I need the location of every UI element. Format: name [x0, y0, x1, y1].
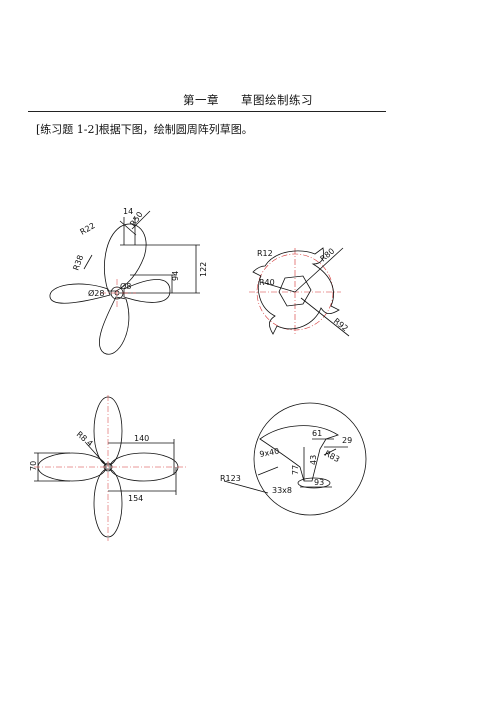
- dim-label: R12: [257, 249, 273, 258]
- dim-label: Ø28: [88, 288, 104, 298]
- dim-label: 77: [291, 465, 300, 475]
- dim-label: 43: [309, 455, 318, 465]
- exercise-prompt: [练习题 1-2]根据下图，绘制圆周阵列草图。: [36, 123, 253, 136]
- header-rule: [28, 111, 386, 112]
- chapter-title: 草图绘制练习: [241, 93, 313, 107]
- chapter-header: 第一章 草图绘制练习: [0, 92, 496, 108]
- figure-cutter-disc: R12 R80 R40 R92: [249, 247, 350, 337]
- dim-label: Ø8: [120, 281, 131, 291]
- dim-label: 29: [342, 436, 352, 445]
- chapter-number: 第一章: [183, 93, 219, 107]
- figure-propeller: 14 R22 R50 R38 94 122 Ø28 Ø8: [49, 207, 208, 355]
- figure-round-plate: 61 29 9x40 43 R83 77 93 R123 33x8: [220, 402, 367, 516]
- dim-label: R8.4: [75, 430, 95, 449]
- dim-label: 93: [314, 478, 324, 487]
- dim-label: 154: [128, 494, 143, 503]
- dim-label: R83: [323, 449, 341, 464]
- dim-label: R38: [71, 254, 85, 272]
- dim-label: R92: [332, 316, 350, 333]
- dim-label: 14: [123, 207, 133, 216]
- dim-label: R22: [79, 221, 97, 237]
- dim-label: 9x40: [259, 447, 280, 459]
- dim-label: 140: [134, 434, 149, 443]
- dim-label: R123: [220, 474, 241, 483]
- dim-label: 61: [312, 429, 322, 438]
- dim-label: 70: [29, 461, 38, 471]
- dim-label: R40: [259, 278, 275, 287]
- figure-ellipse-pattern: R8.4 140 70 154: [29, 395, 186, 541]
- dim-label: 94: [171, 271, 180, 281]
- dim-label: 122: [199, 262, 208, 277]
- dim-label: 33x8: [272, 486, 292, 495]
